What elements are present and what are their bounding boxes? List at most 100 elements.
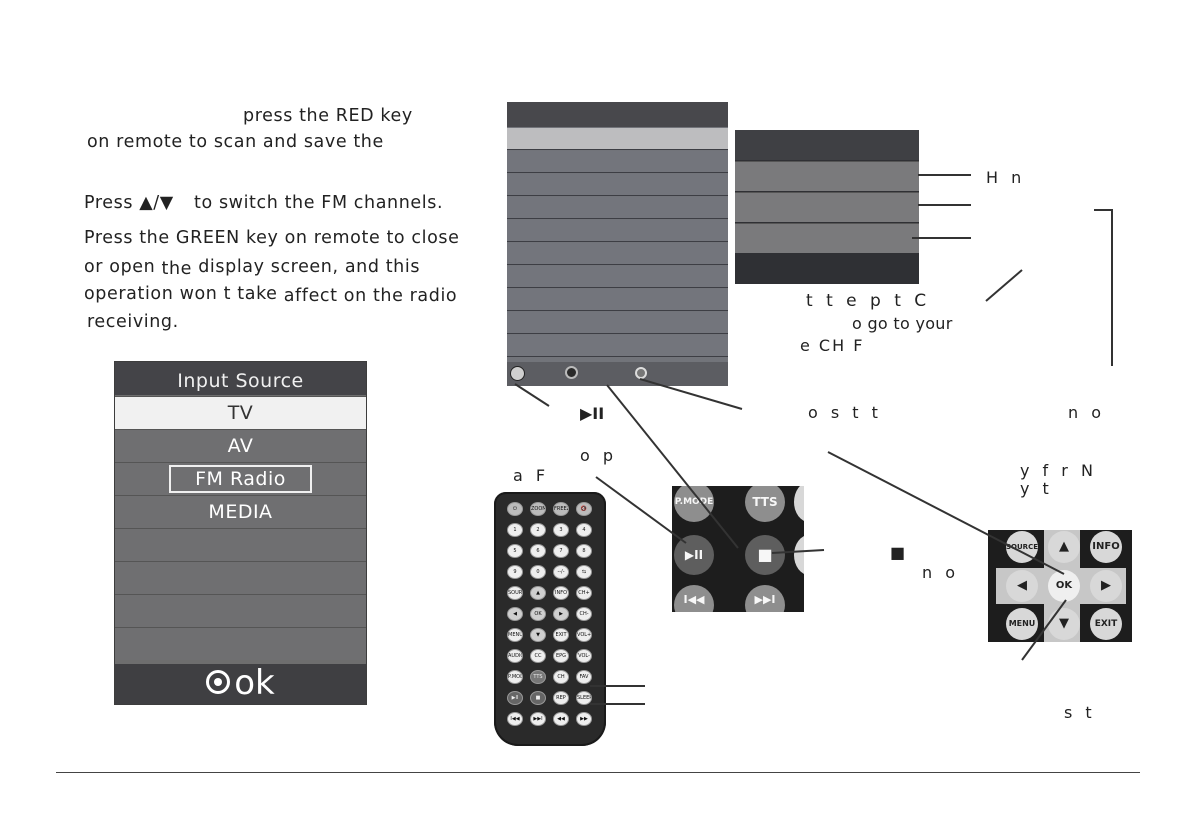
next-button[interactable]: ▶▶I [745,585,785,612]
remote-button[interactable]: ▶ [553,607,569,621]
remote-button[interactable]: INFO [553,586,569,600]
press-word: Press [84,193,134,213]
left-button[interactable]: ◀ [1006,570,1038,602]
remote-button[interactable]: VOL- [576,649,592,663]
menu-footer[interactable]: ok [115,664,366,704]
remote-button[interactable]: ⏻ [507,502,523,516]
remote-button[interactable]: ▶II [507,691,523,705]
remote-button[interactable]: CC [530,649,546,663]
fm-channel-row[interactable] [507,289,728,311]
remote-button[interactable]: 6 [530,544,546,558]
instruction-line-2: on remote to scan and save the [87,132,384,152]
exit-button[interactable]: EXIT [1090,608,1122,640]
remote-button[interactable]: 0 [530,565,546,579]
play-pause-symbol: ▶II [580,404,605,423]
fragment-12: s t [1064,703,1096,722]
remote-button[interactable]: ■ [530,691,546,705]
remote-button[interactable]: FREEZE [553,502,569,516]
fm-channel-row[interactable] [507,335,728,357]
instruction-line-7: receiving. [87,312,179,332]
menu-item-empty-1 [115,528,366,561]
remote-button[interactable]: EXIT [553,628,569,642]
fm-channel-row[interactable] [507,312,728,334]
remote-button[interactable]: 🔇 [576,502,592,516]
remote-button[interactable]: 8 [576,544,592,558]
fm-channel-row[interactable] [507,220,728,242]
remote-button[interactable]: 3 [553,523,569,537]
fm-list-header [507,102,728,127]
fm-channel-row[interactable] [507,174,728,196]
prev-button[interactable]: I◀◀ [674,585,714,612]
right-button[interactable]: ▶ [1090,570,1122,602]
remote-button[interactable]: 1 [507,523,523,537]
menu-item-tv[interactable]: TV [115,396,366,429]
remote-button[interactable]: 9 [507,565,523,579]
callout-line [1021,599,1067,661]
callout-line [514,383,550,407]
remote-button[interactable]: 4 [576,523,592,537]
menu-item-media[interactable]: MEDIA [115,495,366,528]
menu-button[interactable]: MENU [1006,608,1038,640]
play-pause-button[interactable]: ▶II [674,535,714,575]
display-screen-text: display screen, and this [198,257,421,277]
remote-button[interactable]: TTS [530,670,546,684]
callout-line [595,476,687,544]
affect-text: affect on the radio [283,286,458,306]
remote-button[interactable]: ▲ [530,586,546,600]
remote-button[interactable]: ◀◀ [553,712,569,726]
remote-button[interactable]: VOL+ [576,628,592,642]
remote-button[interactable]: REP [553,691,569,705]
tts-button[interactable]: TTS [745,486,785,522]
input-source-menu: Input Source TV AV FM Radio MEDIA ok [114,361,367,705]
remote-button[interactable]: CH- [576,607,592,621]
remote-button[interactable]: SLEEP [576,691,592,705]
remote-button[interactable]: ⇆ [576,565,592,579]
remote-button[interactable]: ZOOM [530,502,546,516]
stop-button[interactable]: ■ [745,535,785,575]
remote-button[interactable]: EPG [553,649,569,663]
remote-button[interactable]: OK [530,607,546,621]
remote-button[interactable]: AUDIO [507,649,523,663]
remote-button[interactable]: CH+ [576,586,592,600]
remote-button[interactable]: SOURCE [507,586,523,600]
fm-info-panel [735,130,919,284]
down-button[interactable]: ▼ [1048,608,1080,640]
remote-button[interactable]: 2 [530,523,546,537]
remote-button[interactable]: ▼ [530,628,546,642]
remote-button[interactable]: ◀ [507,607,523,621]
remote-button[interactable]: 7 [553,544,569,558]
fm-channel-list [507,102,728,386]
ok-label: ok [234,663,275,703]
fm-channel-row[interactable] [507,243,728,265]
switch-text: to switch the FM channels. [194,193,444,213]
remote-button[interactable]: --/- [553,565,569,579]
fragment-5: o s t t [808,403,882,422]
ok-circle-icon [206,669,231,694]
callout-line [639,378,743,410]
instruction-line-1: press the RED key [243,106,413,126]
info-button[interactable]: INFO [1090,531,1122,563]
remote-button[interactable]: MENU [507,628,523,642]
callout-line [606,384,739,549]
info-row [735,223,919,253]
up-button[interactable]: ▲ [1048,531,1080,563]
menu-item-av[interactable]: AV [115,429,366,462]
menu-item-fm-radio[interactable]: FM Radio [115,462,366,495]
fm-channel-row[interactable] [507,151,728,173]
menu-title: Input Source [115,362,366,395]
remote-button[interactable]: 5 [507,544,523,558]
remote-button[interactable]: I◀◀ [507,712,523,726]
remote-button[interactable]: FAV LIST [576,670,592,684]
fragment-6: n o [1068,403,1106,422]
fragment-11: n o [922,563,960,582]
fm-channel-row[interactable] [507,266,728,288]
remote-button[interactable]: CH LIST [553,670,569,684]
remote-button[interactable]: ▶▶ [576,712,592,726]
fragment-1: H n [986,168,1026,187]
ok-button[interactable]: OK [1048,570,1080,602]
remote-button[interactable]: ▶▶I [530,712,546,726]
fm-channel-row[interactable] [507,128,728,150]
fm-channel-row[interactable] [507,197,728,219]
fragment-4: e CH F [800,336,865,355]
remote-button[interactable]: P.MODE [507,670,523,684]
